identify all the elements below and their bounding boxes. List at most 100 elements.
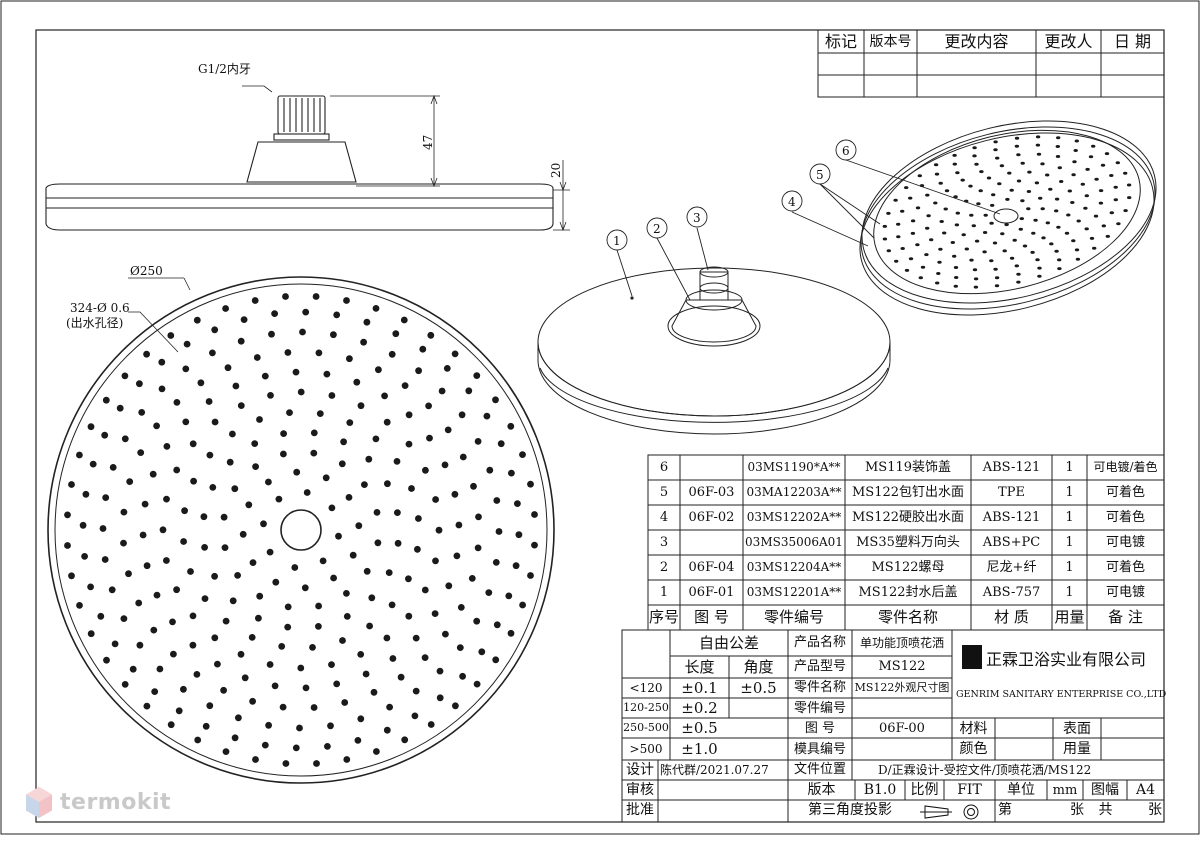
title-block-grid <box>621 629 1165 823</box>
nozzle-hole <box>266 548 274 556</box>
nozzle-hole <box>1040 207 1045 211</box>
nozzle-hole <box>368 594 376 602</box>
nozzle-hole <box>313 760 320 767</box>
nozzle-hole <box>366 622 373 630</box>
nozzle-hole <box>882 237 888 241</box>
nozzle-hole <box>973 285 979 289</box>
nozzle-hole <box>68 572 75 580</box>
tol-range: 120-250 <box>623 701 669 714</box>
nozzle-hole <box>278 643 286 650</box>
nozzle-hole <box>1093 214 1099 218</box>
nozzle-hole <box>969 213 974 217</box>
nozzle-hole <box>438 387 446 395</box>
bom-material: ABS-121 <box>982 460 1041 475</box>
nozzle-hole <box>952 254 957 258</box>
nozzle-hole <box>1027 170 1032 174</box>
nozzle-hole <box>193 671 201 678</box>
nozzle-hole <box>296 724 303 732</box>
bom-material: TPE <box>998 485 1025 500</box>
nozzle-hole <box>1098 189 1104 193</box>
bom-qty: 1 <box>1065 510 1074 525</box>
nozzle-hole <box>1055 155 1061 158</box>
nozzle-hole <box>1105 234 1111 238</box>
nozzle-hole <box>514 500 521 507</box>
nozzle-hole <box>519 601 526 609</box>
bom-header-material: 材 质 <box>994 608 1029 626</box>
nozzle-hole <box>432 557 439 565</box>
nozzle-hole <box>173 586 181 594</box>
nozzle-hole <box>936 272 941 275</box>
nozzle-hole <box>180 685 187 693</box>
callout-1: 1 <box>613 234 621 248</box>
surface-label: 表面 <box>1063 721 1091 737</box>
company-name-cn: 正霖卫浴实业有限公司 <box>986 650 1147 669</box>
nozzle-hole <box>1045 173 1050 177</box>
nozzle-hole <box>343 297 350 304</box>
nozzle-hole <box>158 358 166 366</box>
nozzle-hole <box>220 513 228 521</box>
nozzle-hole <box>102 494 110 501</box>
nozzle-hole <box>167 332 175 339</box>
bom-material: ABS-121 <box>982 510 1041 525</box>
nozzle-hole <box>194 736 202 744</box>
nozzle-hole <box>1064 231 1070 235</box>
rev-header-date: 日 期 <box>1113 32 1152 51</box>
review-label: 审核 <box>626 782 654 798</box>
nozzle-hole <box>357 715 365 723</box>
nozzle-hole <box>266 661 274 668</box>
bom-material: ABS-757 <box>982 585 1041 600</box>
nozzle-hole <box>241 674 249 682</box>
callout-2: 2 <box>653 222 661 236</box>
nozzle-hole <box>201 544 209 551</box>
nozzle-hole <box>495 528 503 535</box>
nozzle-hole <box>1037 266 1042 270</box>
nozzle-hole <box>425 402 432 410</box>
bom-header-part-no: 零件编号 <box>763 608 824 626</box>
bom-qty: 1 <box>1065 560 1074 575</box>
bom-seq: 2 <box>659 560 669 575</box>
nozzle-hole <box>141 500 149 508</box>
nozzle-hole <box>335 532 342 540</box>
nozzle-hole <box>900 247 905 250</box>
nozzle-hole <box>436 694 444 702</box>
bom-qty: 1 <box>1065 535 1074 550</box>
bom-remark: 可电镀 <box>1105 535 1145 550</box>
nozzle-hole <box>886 211 891 215</box>
nozzle-hole <box>163 495 170 503</box>
nozzle-hole <box>492 396 499 404</box>
bom-part-no: 03MS1190*A** <box>747 460 841 474</box>
nozzle-hole <box>1115 161 1121 165</box>
nozzle-hole <box>1080 182 1086 186</box>
nozzle-hole <box>1116 222 1121 226</box>
nozzle-hole <box>1016 179 1022 183</box>
bom-drawing-no: 06F-04 <box>688 560 735 575</box>
nozzle-hole <box>475 513 482 521</box>
nozzle-hole <box>979 170 984 174</box>
nozzle-hole <box>935 281 940 285</box>
nozzle-hole <box>322 474 330 482</box>
nozzle-hole <box>393 458 401 465</box>
tol-length: ±0.1 <box>681 679 718 697</box>
material-label: 材料 <box>959 721 988 737</box>
bom-header-seq: 序号 <box>648 608 679 626</box>
nozzle-hole <box>478 648 486 656</box>
nozzle-hole <box>515 531 523 539</box>
bom-header-name: 零件名称 <box>877 608 938 626</box>
nozzle-hole <box>971 224 976 228</box>
nozzle-hole <box>211 418 219 426</box>
nozzle-hole <box>485 589 493 596</box>
nozzle-hole <box>1026 207 1031 211</box>
nozzle-hole <box>1035 143 1041 147</box>
drawing-no: 06F-00 <box>879 721 925 736</box>
nozzle-hole <box>492 656 500 664</box>
nozzle-hole <box>315 623 322 630</box>
projection-label: 第三角度投影 <box>808 802 892 818</box>
nozzle-hole <box>310 429 318 437</box>
nozzle-hole <box>507 629 515 637</box>
nozzle-hole <box>182 365 190 373</box>
nozzle-hole <box>291 564 299 571</box>
nozzle-hole <box>436 667 444 675</box>
nozzle-hole <box>993 140 998 144</box>
nozzle-hole <box>372 305 380 312</box>
nozzle-hole <box>333 680 341 688</box>
